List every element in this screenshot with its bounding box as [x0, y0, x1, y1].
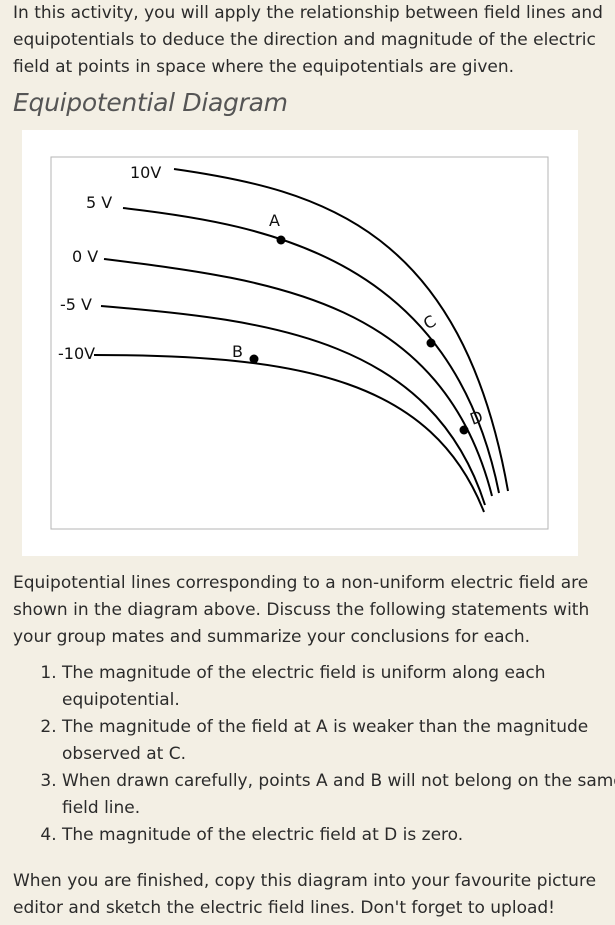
label-10v: 10V — [130, 163, 161, 182]
label-minus5v: -5 V — [60, 295, 92, 314]
equipotential-diagram: 10V 5 V 0 V -5 V -10V A B C D — [22, 130, 578, 556]
point-d-label: D — [467, 407, 485, 429]
statement-item: The magnitude of the electric field at D… — [62, 822, 615, 849]
statement-list: The magnitude of the electric field is u… — [13, 660, 615, 849]
equipotential-line-minus5v — [100, 305, 486, 506]
point-b-label: B — [232, 342, 243, 361]
point-c-dot — [426, 338, 436, 348]
point-d-dot — [459, 425, 469, 435]
point-b-dot — [249, 354, 259, 364]
statement-item: When drawn carefully, points A and B wil… — [62, 768, 615, 822]
statement-item: The magnitude of the electric field is u… — [62, 660, 615, 714]
intro-paragraph: In this activity, you will apply the rel… — [13, 3, 603, 77]
equipotential-line-5v — [122, 207, 500, 494]
point-a-label: A — [269, 211, 280, 230]
label-5v: 5 V — [86, 193, 112, 212]
equipotential-line-10v — [173, 168, 509, 492]
diagram-svg: 10V 5 V 0 V -5 V -10V A B C D — [50, 156, 549, 530]
diagram-frame — [50, 156, 549, 530]
closing-paragraph: When you are finished, copy this diagram… — [13, 871, 597, 918]
equipotential-line-0v — [103, 258, 493, 497]
description-paragraph: Equipotential lines corresponding to a n… — [13, 573, 590, 647]
label-0v: 0 V — [72, 247, 98, 266]
equipotential-line-minus10v — [93, 354, 485, 513]
point-a-dot — [276, 235, 286, 245]
statement-item: The magnitude of the field at A is weake… — [62, 714, 615, 768]
section-heading: Equipotential Diagram — [13, 88, 288, 117]
label-minus10v: -10V — [58, 344, 95, 363]
